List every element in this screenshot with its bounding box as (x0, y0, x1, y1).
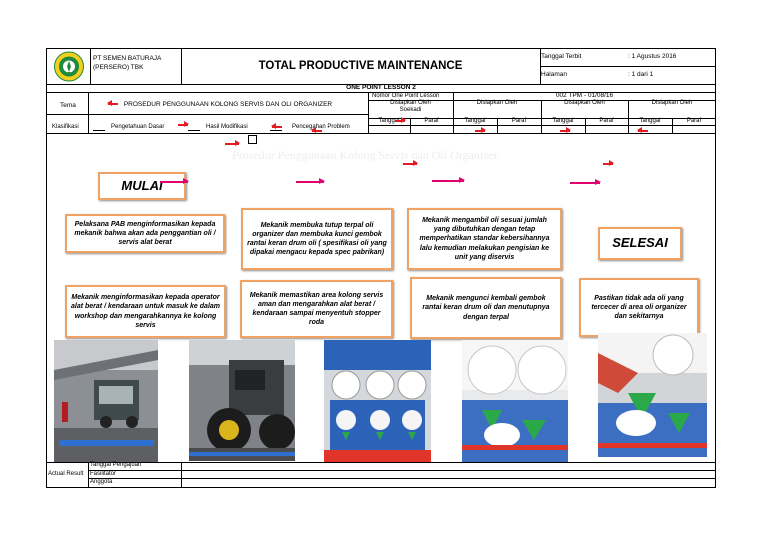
klasifikasi-option-2: Hasil Modifikasi (206, 124, 248, 130)
checkbox-line[interactable] (188, 130, 200, 131)
divider (540, 66, 716, 67)
divider (46, 84, 716, 85)
preparer-name: Soekadi (399, 107, 422, 114)
divider (88, 92, 89, 133)
opl-heading: ONE POINT LESSON 2 (346, 84, 416, 92)
divider (88, 470, 716, 471)
actual-result-label: Actual Result (48, 471, 84, 477)
paraf-col-2: Paraf (511, 118, 527, 125)
red-arrow-mark (178, 121, 189, 127)
red-arrow-mark (637, 127, 648, 133)
red-arrow-mark (311, 127, 322, 133)
halaman-value: : 1 dari 1 (628, 71, 654, 78)
step-2-box: Mekanik membuka tutup terpal oli organiz… (241, 208, 393, 270)
watermark-title: Prosedur Penggunaan Kolong Servis dan Ol… (232, 148, 498, 163)
divider (368, 92, 369, 133)
flow-arrow (432, 177, 465, 183)
tanggal-col-3: Tanggal (552, 118, 574, 125)
step-4-box: Mekanik menginformasikan kepada operator… (65, 285, 226, 338)
start-box: MULAI (98, 172, 186, 200)
divider (181, 462, 182, 488)
checkbox-line[interactable] (93, 130, 105, 131)
divider (46, 462, 716, 463)
step-5-box: Mekanik memastikan area kolong servis am… (240, 280, 393, 338)
divider (541, 100, 542, 133)
company-name-line1: PT SEMEN BATURAJA (93, 55, 162, 62)
checkbox[interactable] (248, 135, 257, 144)
nomor-label: Nomor One Point Lesson (372, 93, 440, 99)
paraf-col-3: Paraf (599, 118, 614, 125)
flow-arrow (296, 178, 325, 184)
red-arrow-mark (271, 123, 282, 129)
nomor-value: 002 TPM - 01/08/16 (555, 92, 614, 100)
divider (453, 100, 454, 133)
red-arrow-mark (107, 100, 118, 106)
red-arrow-mark (395, 117, 406, 123)
page-title: TOTAL PRODUCTIVE MAINTENANCE (258, 60, 463, 72)
tanggal-pengajuan-label: Tanggal Pengajuan (90, 462, 142, 468)
anggota-label: Anggota (90, 479, 113, 485)
document-frame (46, 48, 716, 488)
fasilitator-label: Fasilitator (90, 471, 117, 477)
disiapkan-1: Disiapkan Oleh (390, 100, 431, 107)
paraf-col-1: Paraf (424, 118, 439, 125)
divider (46, 114, 368, 115)
tema-label: Tema (60, 102, 76, 109)
klasifikasi-option-1: Pengetahuan Dasar (111, 124, 165, 130)
flow-arrow (570, 179, 601, 185)
red-arrow-mark (603, 160, 614, 166)
step-1-box: Pelaksana PAB menginformasikan kepada me… (65, 214, 225, 253)
step-3-box: Mekanik mengambil oli sesuai jumlah yang… (407, 208, 562, 270)
flow-arrow (160, 178, 189, 184)
divider (368, 100, 716, 101)
disiapkan-2: Disiapkan Oleh (476, 100, 518, 107)
company-logo (50, 51, 88, 82)
divider (181, 48, 182, 84)
step-6-box: Mekanik mengunci kembali gembok rantai k… (410, 277, 562, 339)
photo-oil-drums (324, 340, 431, 462)
photo-check-area (598, 333, 707, 457)
end-box: SELESAI (598, 227, 682, 260)
photo-oil-filling (462, 340, 568, 462)
paraf-col-4: Paraf (686, 118, 702, 125)
tanggal-terbit-label: Tanggal Terbit (541, 53, 582, 60)
tanggal-col-2: Tanggal (464, 118, 486, 125)
divider (46, 133, 716, 134)
red-arrow-mark (475, 127, 486, 133)
red-arrow-mark (403, 160, 418, 166)
tema-value: PROSEDUR PENGGUNAAN KOLONG SERVIS DAN OL… (123, 101, 333, 109)
divider (628, 100, 629, 133)
divider (88, 478, 716, 479)
tanggal-col-1: Tanggal (378, 118, 400, 125)
checkbox-line[interactable] (270, 130, 282, 131)
halaman-label: Halaman (541, 71, 568, 78)
tanggal-terbit-value: : 1 Agustus 2016 (628, 53, 677, 60)
tanggal-col-4: Tanggal (639, 118, 661, 125)
klasifikasi-option-3: Pencegahan Problem (292, 124, 350, 130)
photo-heavy-equipment (189, 340, 295, 461)
divider (90, 48, 91, 84)
divider (46, 92, 716, 93)
divider (368, 118, 716, 119)
red-arrow-mark (225, 140, 240, 146)
divider (88, 462, 89, 488)
company-name-line2: (PERSERO) TBK (93, 64, 144, 71)
red-arrow-mark (560, 127, 571, 133)
klasifikasi-label: Klasifikasi (52, 124, 79, 130)
step-7-box: Pastikan tidak ada oli yang tercecer di … (579, 278, 699, 337)
divider (453, 92, 454, 100)
disiapkan-4: Disiapkan Oleh (651, 100, 693, 107)
photo-workshop (54, 340, 158, 462)
disiapkan-3: Disiapkan Oleh (564, 100, 605, 107)
divider (368, 125, 716, 126)
